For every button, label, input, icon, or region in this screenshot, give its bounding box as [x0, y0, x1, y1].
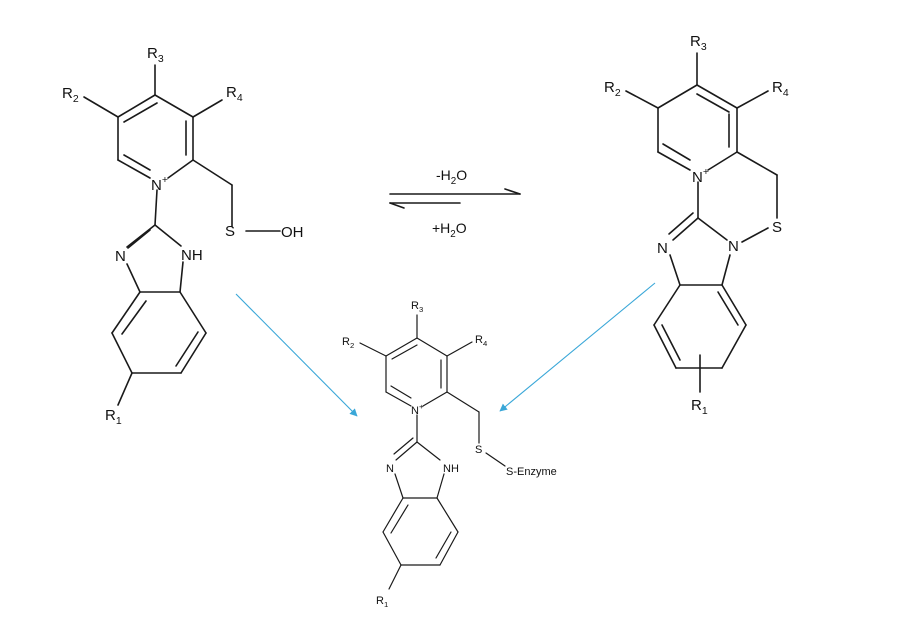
n-label-right: N — [657, 240, 668, 257]
r3-label-bottom: R3 — [411, 300, 423, 314]
r1-label-right: R1 — [691, 397, 708, 417]
forward-condition: -H2O — [436, 167, 467, 187]
reaction-arrows-to-product — [235, 282, 656, 417]
r3-label-left: R3 — [147, 45, 164, 65]
r2-label-bottom: R2 — [342, 336, 354, 350]
r4-label-right: R4 — [772, 79, 789, 99]
r4-label-bottom: R4 — [475, 334, 488, 348]
nh-label-bottom: NH — [443, 463, 459, 475]
s-enzyme-label-bottom: S-Enzyme — [506, 466, 557, 478]
r1-label-bottom: R1 — [376, 595, 388, 609]
equilibrium-arrows: -H2O +H2O — [389, 167, 521, 240]
cyclic-sulfenamide-molecule: R3 R2 R4 N+ S N N R1 — [604, 33, 789, 417]
n-plus-label-right: N+ — [692, 166, 709, 186]
n-bridge-label-right: N — [728, 238, 739, 255]
s-label-right: S — [772, 219, 782, 236]
s-label-bottom: S — [475, 444, 482, 456]
n-label-left: N — [115, 248, 126, 265]
r2-label-left: R2 — [62, 85, 79, 105]
reverse-condition: +H2O — [432, 220, 467, 240]
oh-label-left: OH — [281, 224, 304, 241]
n-plus-label-left: N+ — [151, 174, 168, 194]
sulfenic-acid-molecule: R3 R2 R4 N+ S OH N NH R1 — [62, 45, 304, 427]
r2-label-right: R2 — [604, 79, 621, 99]
r1-label-left: R1 — [105, 407, 122, 427]
r4-label-left: R4 — [226, 84, 243, 104]
n-plus-label-bottom: N+ — [411, 402, 424, 417]
r3-label-right: R3 — [690, 33, 707, 53]
s-label-left: S — [225, 223, 235, 240]
nh-label-left: NH — [181, 247, 203, 264]
enzyme-disulfide-molecule: R3 R2 R4 N+ S S-Enzyme N NH R1 — [342, 300, 557, 609]
n-label-bottom: N — [386, 463, 394, 475]
